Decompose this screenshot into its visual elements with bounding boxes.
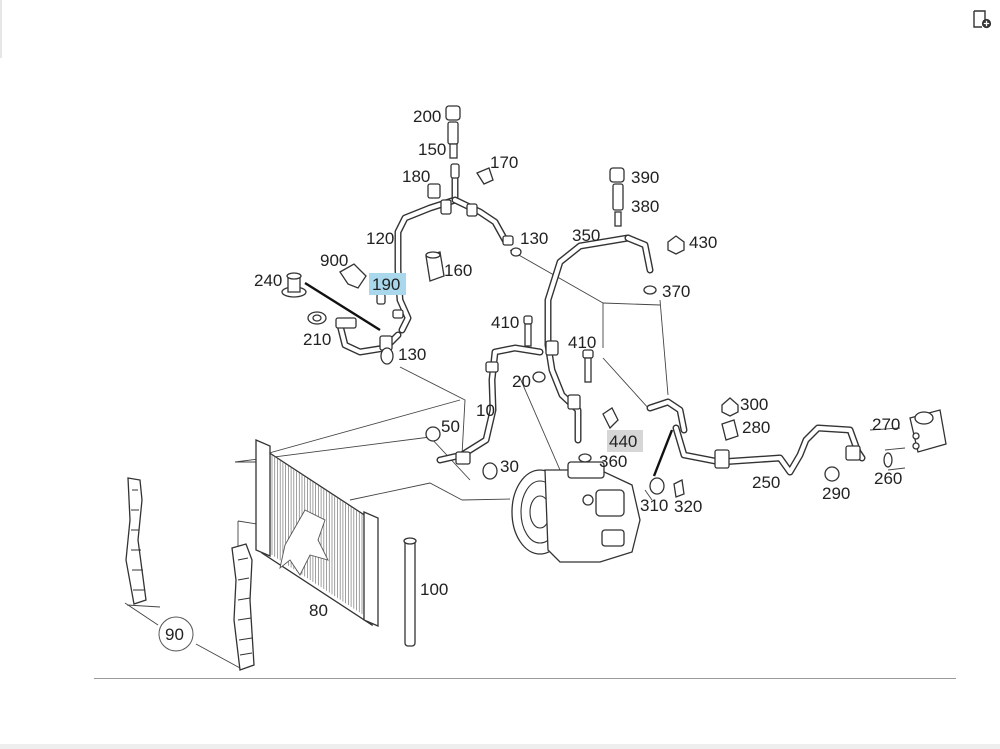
callout-390[interactable]: 390 [631, 168, 659, 187]
callout-170[interactable]: 170 [490, 153, 518, 172]
clip-280 [721, 419, 739, 441]
diagram-bottom-rule [94, 678, 956, 679]
callout-150[interactable]: 150 [418, 140, 446, 159]
line-250 [672, 424, 866, 476]
bolt-440 [602, 407, 619, 430]
condenser-80 [255, 439, 379, 627]
callout-260[interactable]: 260 [874, 469, 902, 488]
bottom-scroll-bar [0, 744, 1000, 749]
callout-410-right[interactable]: 410 [568, 333, 596, 352]
callout-200[interactable]: 200 [413, 107, 441, 126]
part-160 [425, 251, 445, 282]
nut-290 [824, 466, 840, 482]
valve-190 [376, 293, 404, 319]
pipe-10 [436, 344, 544, 465]
o-ring-20 [532, 371, 546, 383]
callout-160[interactable]: 160 [444, 261, 472, 280]
grommet-240 [281, 272, 307, 298]
callout-130-upper[interactable]: 130 [520, 229, 548, 248]
leader-lines [124, 249, 906, 669]
bolt-410a [523, 315, 533, 347]
o-ring-370 [643, 285, 657, 295]
leader-240 [304, 281, 381, 332]
callout-20[interactable]: 20 [512, 372, 531, 391]
callout-440[interactable]: 440 [609, 432, 637, 451]
callout-190[interactable]: 190 [372, 275, 400, 294]
callout-180[interactable]: 180 [402, 167, 430, 186]
callout-370[interactable]: 370 [662, 282, 690, 301]
highlight-440 [607, 430, 643, 452]
hose-210 [307, 311, 402, 356]
callout-410-left[interactable]: 410 [491, 313, 519, 332]
callout-10[interactable]: 10 [476, 401, 495, 420]
callout-circle-90 [158, 616, 194, 652]
highlight-190 [369, 273, 406, 295]
expansion-valve-270 [909, 409, 947, 453]
callout-900[interactable]: 900 [320, 251, 348, 270]
o-ring-130a [510, 247, 522, 257]
o-ring-360 [578, 453, 592, 463]
callout-250[interactable]: 250 [752, 473, 780, 492]
boot-900 [339, 263, 367, 289]
callout-270[interactable]: 270 [872, 415, 900, 434]
callout-320[interactable]: 320 [674, 497, 702, 516]
callout-280[interactable]: 280 [742, 418, 770, 437]
callout-430[interactable]: 430 [689, 233, 717, 252]
service-valve-380 [609, 167, 625, 227]
bracket-90-right [231, 543, 255, 671]
bracket-90-left [125, 477, 147, 605]
left-panel-edge [0, 0, 2, 58]
leader-310 [652, 429, 674, 477]
nut-430 [667, 235, 685, 255]
upper-hose-assembly [394, 166, 514, 334]
callout-80[interactable]: 80 [309, 601, 328, 620]
callout-310[interactable]: 310 [640, 496, 668, 515]
callout-290[interactable]: 290 [822, 484, 850, 503]
callout-350[interactable]: 350 [572, 226, 600, 245]
export-button[interactable] [970, 8, 994, 30]
ring-50 [425, 426, 441, 442]
receiver-drier-100 [403, 537, 417, 647]
callout-90[interactable]: 90 [165, 625, 184, 644]
pressure-sensor-150 [445, 105, 461, 179]
o-ring-30 [482, 462, 498, 480]
plug-310 [649, 477, 665, 495]
clip-320 [673, 479, 685, 498]
callout-210[interactable]: 210 [303, 330, 331, 349]
callout-130-lower[interactable]: 130 [398, 345, 426, 364]
nut-300 [721, 397, 739, 417]
bolt-410b [582, 349, 594, 383]
callout-30[interactable]: 30 [500, 457, 519, 476]
callout-300[interactable]: 300 [740, 395, 768, 414]
hose-350 [544, 234, 654, 444]
o-ring-130b [380, 347, 394, 365]
callout-240[interactable]: 240 [254, 271, 282, 290]
o-ring-260 [883, 452, 893, 468]
callout-380[interactable]: 380 [631, 197, 659, 216]
callout-120[interactable]: 120 [366, 229, 394, 248]
callout-100[interactable]: 100 [420, 580, 448, 599]
callout-360[interactable]: 360 [599, 452, 627, 471]
document-export-icon [973, 10, 992, 29]
clip-170 [476, 167, 494, 185]
callout-50[interactable]: 50 [441, 417, 460, 436]
compressor [511, 461, 641, 563]
